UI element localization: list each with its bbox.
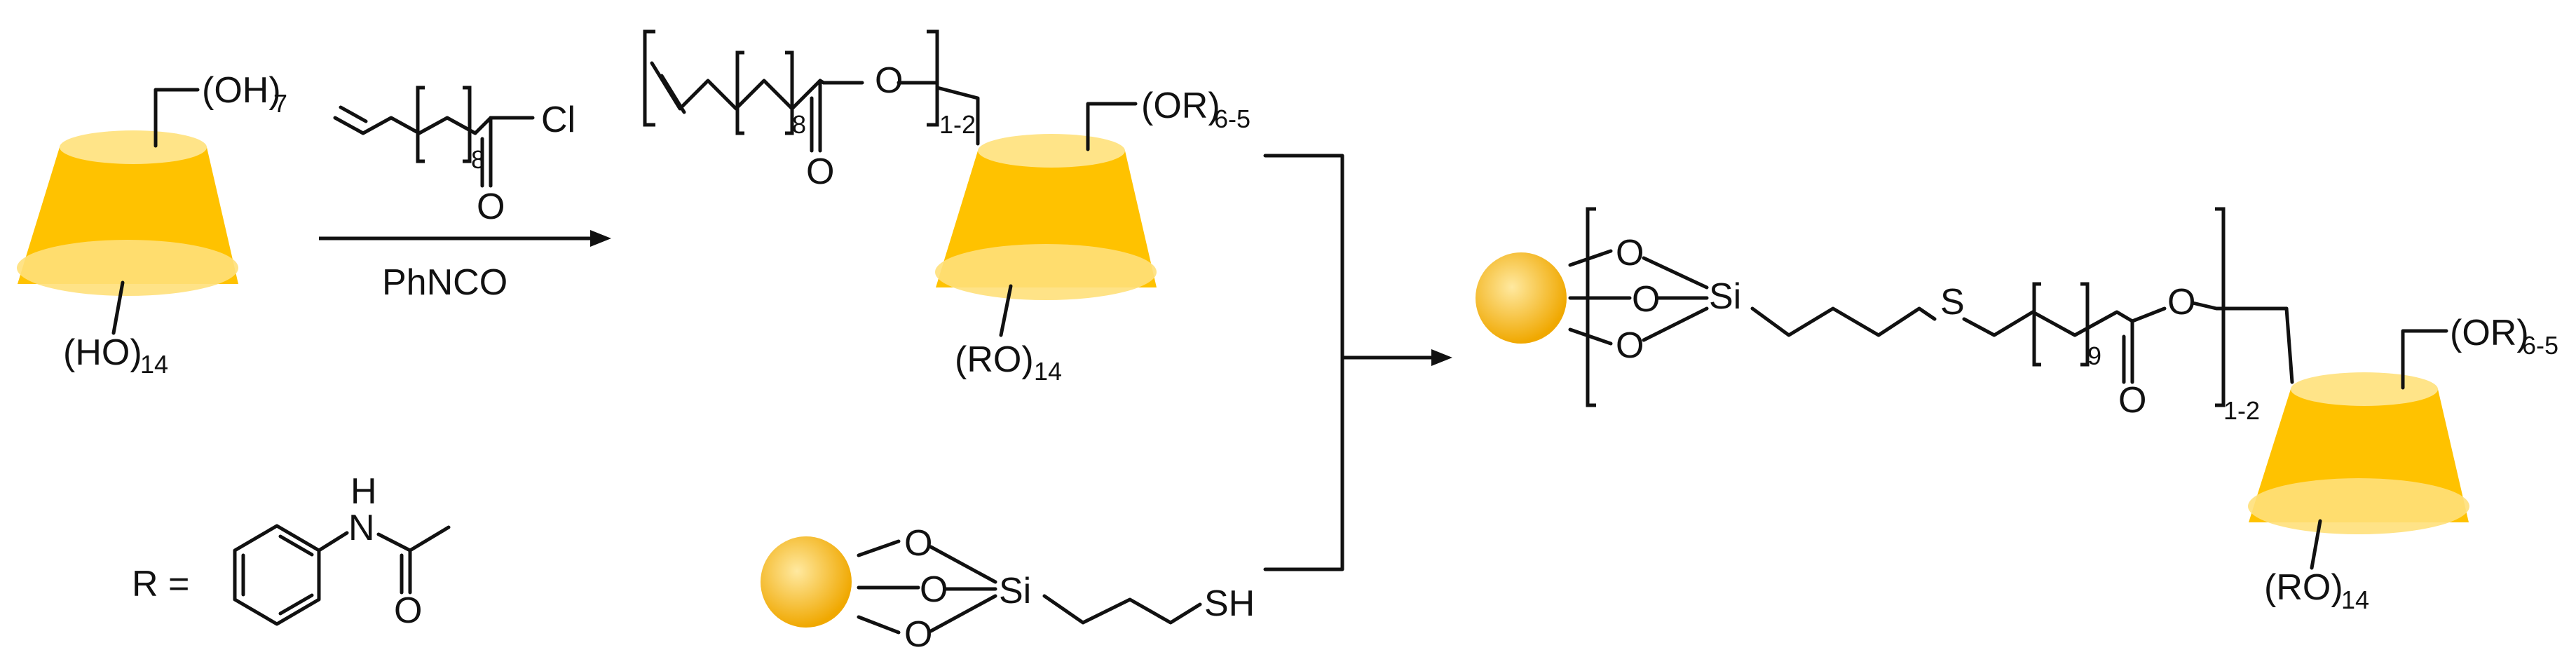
combine-bracket: [1263, 154, 1344, 571]
intermediate-bottom-group: (RO): [955, 339, 1034, 380]
reaction-arrow-1: PhNCO: [319, 230, 611, 303]
reactant-bottom-group: (HO): [63, 332, 142, 373]
intermediate-carbonyl-oxygen: O: [806, 151, 834, 192]
reactant-cyclodextrin: (OH) 7 (HO) 14: [17, 70, 287, 379]
r-definition-hydrogen: H: [350, 471, 377, 512]
intermediate-ester-oxygen: O: [875, 60, 903, 101]
product-top-group: (OR): [2450, 313, 2529, 353]
product-silica-particle-icon: [1476, 252, 1567, 344]
product-repeat-subscript: 1-2: [2223, 396, 2260, 425]
r-definition-nitrogen: N: [348, 508, 375, 548]
intermediate-top-group: (OR): [1141, 86, 1220, 126]
product-silica-cyclodextrin: O O O Si S 9 O O 1-2 (OR) 6-5 (RO) 14: [1476, 207, 2558, 614]
intermediate-repeat-subscript: 1-2: [939, 110, 976, 139]
phenyl-ring-icon: [233, 524, 321, 626]
intermediate-chain-subscript: 8: [792, 110, 806, 139]
product-oxygen-1: O: [1616, 233, 1644, 273]
product-silicon-label: Si: [1709, 276, 1741, 317]
r-definition-label: R =: [132, 564, 189, 604]
silica-thiol-label: SH: [1204, 583, 1255, 624]
product-oxygen-3: O: [1616, 325, 1644, 366]
reaction-arrow-2: [1342, 349, 1452, 366]
product-oxygen-2: O: [1632, 279, 1660, 320]
reactant-top-group: (OH): [202, 70, 281, 111]
product-chain-subscript: 9: [2087, 341, 2101, 370]
intermediate-bottom-subscript: 14: [1034, 357, 1062, 386]
intermediate-top-subscript: 6-5: [1214, 104, 1250, 133]
silica-oxygen-3: O: [904, 614, 932, 655]
intermediate-cone-icon: [935, 134, 1157, 300]
product-bottom-subscript: 14: [2341, 585, 2369, 614]
intermediate-cyclodextrin-ester: 8 O O 1-2 (OR) 6-5 (RO) 14: [643, 29, 1250, 386]
silica-particle-icon: [761, 536, 852, 628]
silica-oxygen-1: O: [904, 523, 932, 564]
product-top-subscript: 6-5: [2522, 331, 2558, 360]
cyclodextrin-cone-icon: [17, 130, 238, 296]
reagent-acyl-chloride: 8 Cl O: [333, 86, 575, 227]
r-group-definition: R = N H O: [132, 471, 451, 631]
reagent-chlorine-label: Cl: [541, 100, 575, 140]
product-carbonyl-oxygen: O: [2118, 380, 2146, 421]
thiol-silica-reagent: O O O Si SH: [761, 523, 1255, 655]
product-cone-icon: [2248, 372, 2469, 534]
reagent-carbonyl-oxygen: O: [477, 187, 505, 227]
product-bottom-group: (RO): [2264, 567, 2343, 608]
arrow-label-phnco: PhNCO: [382, 262, 507, 303]
silica-silicon-label: Si: [999, 571, 1031, 611]
silica-oxygen-2: O: [920, 569, 948, 610]
product-sulfur-label: S: [1940, 282, 1965, 323]
reactant-top-subscript: 7: [273, 89, 287, 118]
r-definition-oxygen: O: [394, 590, 422, 631]
reactant-bottom-subscript: 14: [140, 350, 168, 379]
